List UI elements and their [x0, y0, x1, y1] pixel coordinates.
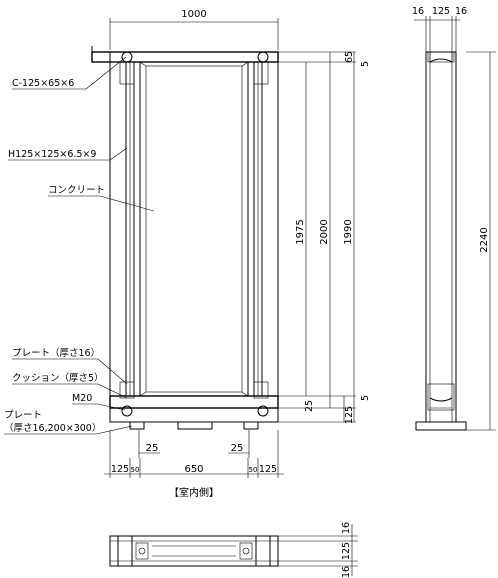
side-dim-16-left: 16	[412, 6, 424, 17]
base-plate-3	[243, 421, 259, 430]
dim-65: 65	[344, 51, 355, 63]
side-dim-16-right: 16	[455, 6, 467, 17]
front-elevation: 1000	[91, 9, 371, 499]
side-base-plate	[415, 421, 467, 431]
bolt-bottom-right	[257, 405, 269, 417]
dim-25-left: 25	[146, 443, 159, 454]
side-dim-2240: 2240	[479, 227, 490, 252]
side-top-bracket	[429, 58, 453, 63]
label-baseplate-line1: プレート	[4, 410, 42, 421]
dim-50-left: 50	[131, 466, 140, 474]
plan-right-bolt	[239, 542, 253, 560]
dim-650: 650	[184, 464, 203, 475]
concrete-panel	[139, 61, 249, 397]
plan-dim-16-bottom: 16	[341, 566, 352, 578]
bolt-top-left	[121, 51, 133, 63]
outer-frame	[109, 51, 279, 423]
dim-5-top: 5	[360, 61, 371, 67]
side-elevation: 16 125 16 2240	[412, 6, 496, 431]
base-plate-1	[129, 421, 145, 430]
dim-50-right: 50	[249, 466, 258, 474]
side-dim-125: 125	[432, 6, 450, 17]
label-baseplate-line2: （厚さ16,200×300）	[4, 422, 101, 434]
bolt-bottom-left	[121, 405, 133, 417]
label-hbeam: H125×125×6.5×9	[8, 149, 96, 160]
dim-2000: 2000	[319, 219, 330, 244]
dim-25-right: 25	[231, 443, 244, 454]
callouts: C-125×65×6 H125×125×6.5×9 コンクリート プレート（厚さ…	[4, 56, 155, 435]
dim-1000: 1000	[181, 9, 206, 20]
label-m20: M20	[72, 393, 92, 404]
dim-1990: 1990	[343, 219, 354, 244]
dim-125-bottom-left: 125	[111, 464, 129, 475]
base-plate-2	[177, 421, 213, 430]
top-channel	[91, 51, 279, 63]
label-concrete: コンクリート	[48, 185, 105, 196]
plan-left-bolt	[135, 542, 149, 560]
dim-125-bottom-right: 125	[259, 464, 277, 475]
side-bottom-bracket	[427, 383, 455, 411]
label-cushion: クッション（厚さ5）	[12, 372, 104, 384]
dim-25-right-side: 25	[304, 400, 315, 412]
plan-right-column	[255, 535, 271, 567]
bottom-beam	[109, 395, 279, 409]
dim-125-right: 125	[344, 406, 355, 424]
label-plate16: プレート（厚さ16）	[12, 347, 100, 359]
side-column	[425, 51, 457, 423]
caption-indoor-side: 【室内側】	[169, 486, 219, 499]
plan-dim-125: 125	[341, 542, 352, 560]
bolt-top-right	[257, 51, 269, 63]
dim-5-bottom: 5	[360, 395, 371, 401]
plan-dim-16-top: 16	[341, 522, 352, 534]
label-channel: C-125×65×6	[12, 78, 74, 89]
dim-1975: 1975	[295, 219, 306, 244]
plan-view: 16 125 16	[109, 522, 358, 578]
plan-left-column	[117, 535, 133, 567]
plan-outline	[109, 535, 279, 567]
